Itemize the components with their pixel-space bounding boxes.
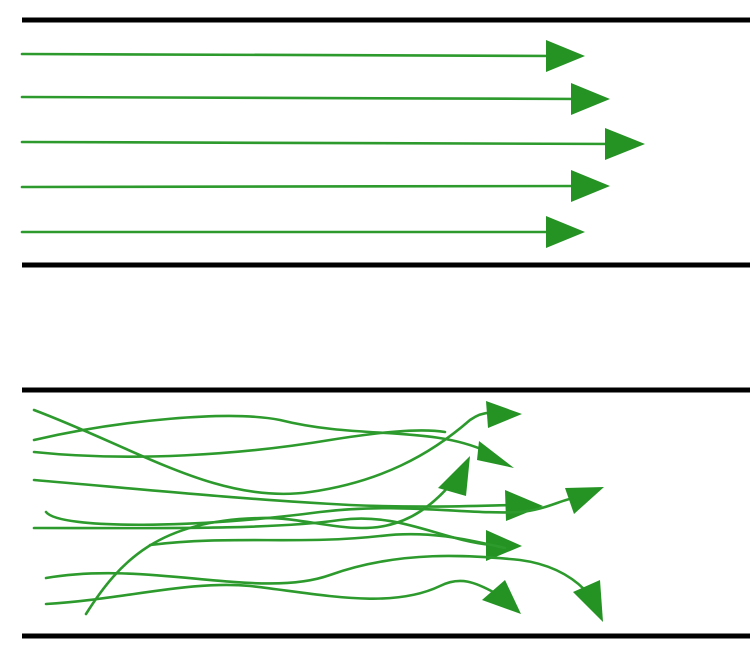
laminar-streamline <box>20 170 610 202</box>
arrowhead <box>482 580 521 614</box>
turbulent-streamline <box>32 429 447 458</box>
arrowhead <box>438 456 470 496</box>
arrowhead <box>565 487 604 514</box>
turbulent-streamline <box>84 456 470 616</box>
arrowhead <box>486 530 522 561</box>
laminar-streamline <box>20 83 610 115</box>
arrowhead <box>573 580 603 622</box>
arrowhead <box>505 490 543 521</box>
turbulent-streamline <box>32 414 514 468</box>
arrowhead <box>571 170 610 202</box>
arrowhead <box>605 128 645 160</box>
arrowhead <box>546 216 585 248</box>
arrowhead <box>477 441 514 468</box>
turbulent-streamline <box>44 487 604 527</box>
turbulent-streamline <box>32 517 522 561</box>
turbulent-flow-panel <box>22 387 750 639</box>
laminar-streamline <box>20 128 645 160</box>
turbulent-streamline <box>44 554 603 622</box>
laminar-streamline <box>20 40 585 72</box>
arrowhead <box>571 83 610 115</box>
turbulent-streamline <box>148 532 507 550</box>
arrowhead <box>486 401 522 428</box>
turbulent-streamline <box>44 579 521 614</box>
laminar-streamline <box>20 216 585 248</box>
arrowhead <box>546 40 585 72</box>
laminar-flow-panel <box>20 17 750 268</box>
